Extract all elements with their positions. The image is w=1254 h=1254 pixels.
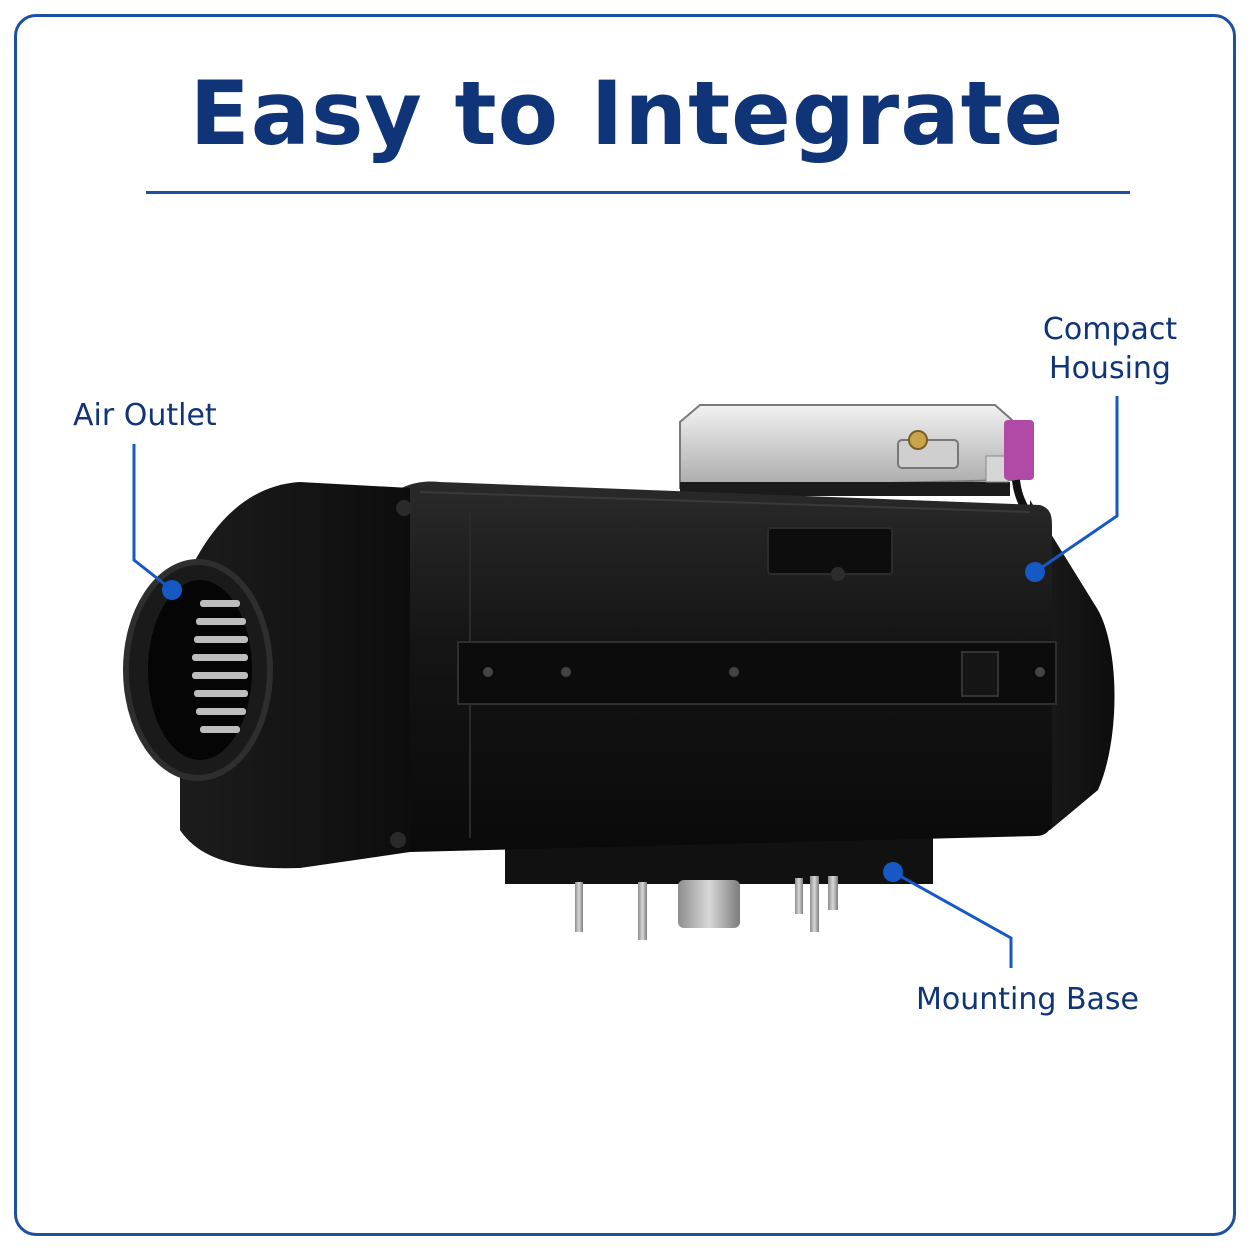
control-box (679, 404, 1034, 522)
connector-plug (1004, 420, 1034, 480)
heater-body (388, 481, 1057, 852)
fuel-inlet (828, 876, 838, 910)
heat-exchanger-fins (192, 600, 248, 733)
leader-air-outlet (132, 444, 173, 592)
mounting-base (505, 838, 933, 940)
air-outlet (123, 559, 273, 781)
marker-compact-housing (1025, 562, 1045, 582)
callout-leaders (132, 396, 1119, 968)
callout-mounting-base: Mounting Base (916, 982, 1140, 1017)
title-divider (146, 191, 1130, 194)
mounting-stud (575, 882, 583, 932)
leader-compact-housing (1034, 396, 1119, 574)
marker-air-outlet (162, 580, 182, 600)
page-title: Easy to Integrate (189, 62, 1065, 165)
callout-compact-housing-line2: Housing (1049, 351, 1171, 386)
exhaust-pipe (678, 880, 740, 928)
mounting-stud (810, 876, 819, 932)
mounting-stud (795, 878, 803, 914)
callout-compact-housing: Compact Housing (1010, 310, 1210, 388)
callout-air-outlet: Air Outlet (73, 398, 217, 433)
marker-mounting-base (883, 862, 903, 882)
leader-mounting-base (892, 870, 1013, 968)
mounting-stud (638, 882, 647, 940)
callout-compact-housing-line1: Compact (1042, 312, 1178, 347)
